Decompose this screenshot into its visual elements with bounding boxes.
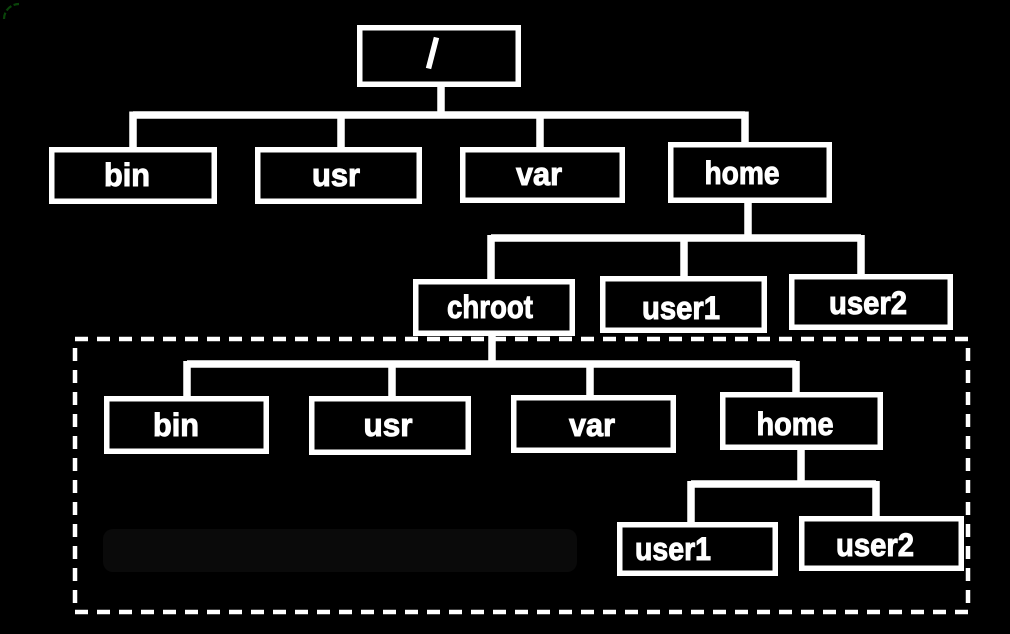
svg-text:user1: user1 [642, 290, 720, 326]
svg-text:usr: usr [364, 407, 413, 443]
svg-text:home: home [757, 406, 834, 442]
svg-text:user2: user2 [836, 527, 914, 563]
svg-text:var: var [516, 156, 562, 192]
svg-text:var: var [569, 407, 615, 443]
svg-text:home: home [705, 155, 780, 191]
svg-text:user1: user1 [635, 531, 711, 567]
svg-text:usr: usr [312, 157, 360, 193]
svg-text:user2: user2 [829, 285, 907, 321]
svg-text:bin: bin [104, 157, 150, 193]
svg-text:bin: bin [153, 407, 199, 443]
svg-text:chroot: chroot [447, 289, 533, 325]
